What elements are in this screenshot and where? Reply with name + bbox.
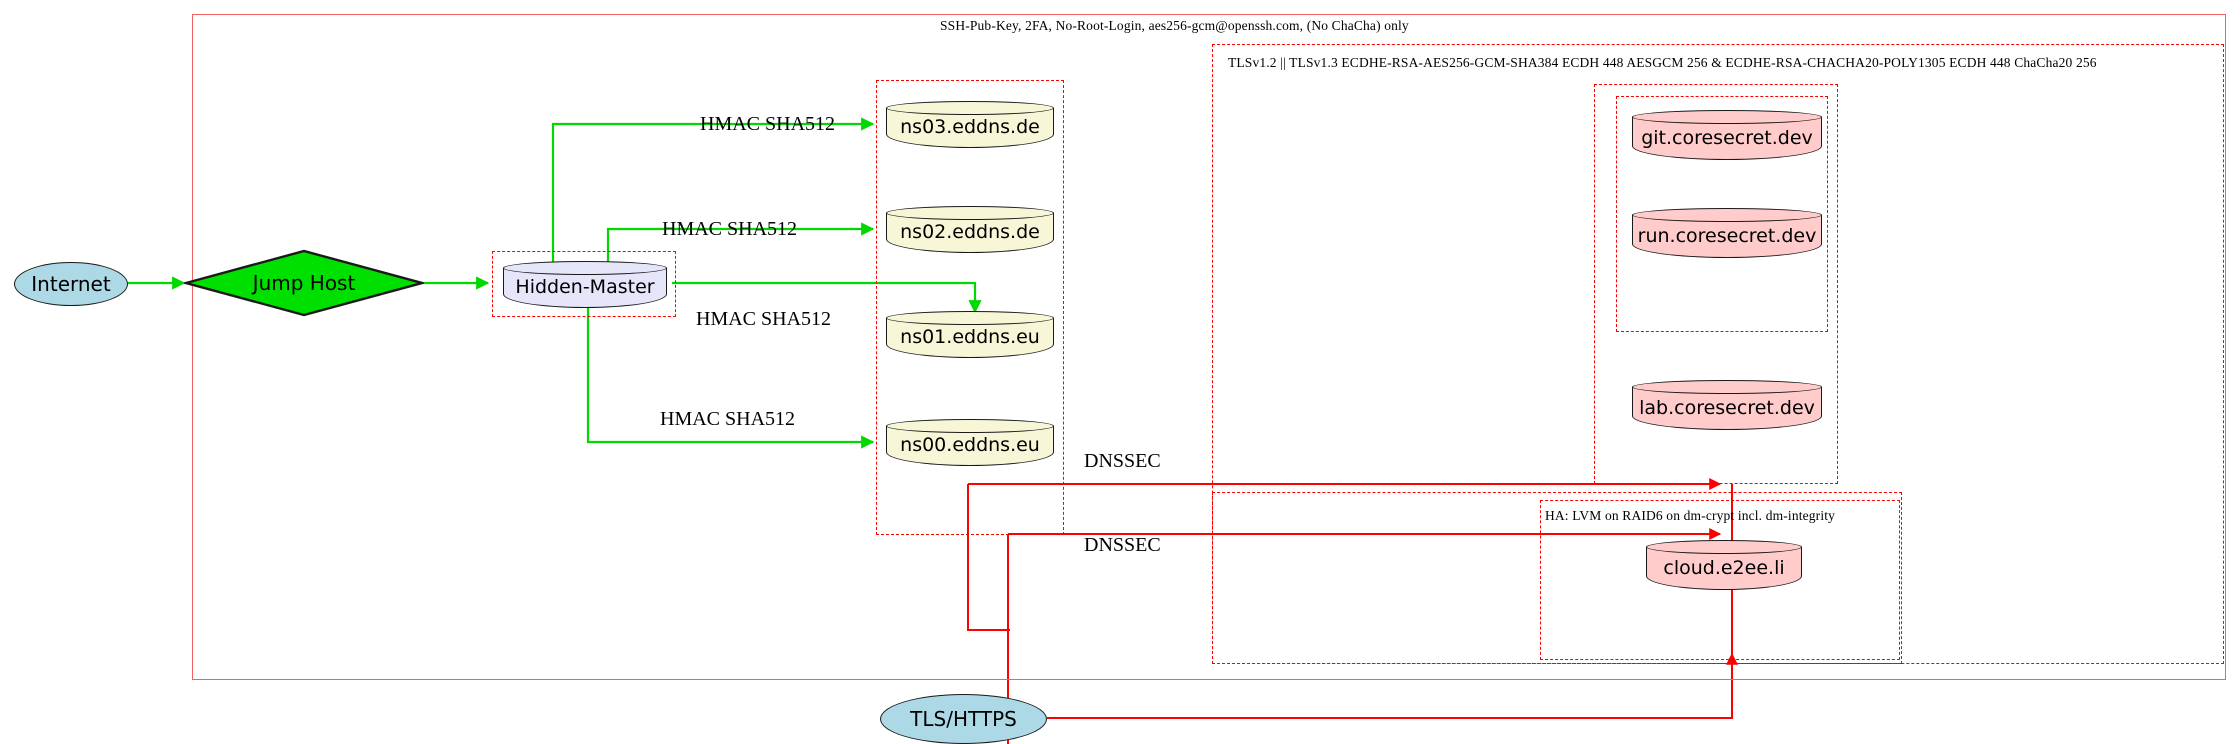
node-hidden-master[interactable]: Hidden-Master: [503, 261, 667, 308]
node-cloud-e2ee-label: cloud.e2ee.li: [1663, 556, 1785, 579]
node-jump-host-label: Jump Host: [252, 271, 356, 295]
cloud-cyl-body: [1646, 547, 1802, 590]
node-ns00-label: ns00.eddns.eu: [900, 434, 1040, 456]
cluster-coresecret-inner: [1616, 96, 1828, 332]
edge-hiddenmaster-to-ns01: [672, 281, 982, 314]
edge-label-dnssec-upper: DNSSEC: [1084, 450, 1161, 472]
edge-tls-to-ha: [1047, 652, 1738, 719]
node-internet[interactable]: Internet: [14, 262, 128, 306]
ns00-cyl-top: [886, 419, 1054, 433]
node-run-coresecret[interactable]: run.coresecret.dev: [1632, 208, 1822, 258]
node-git-coresecret[interactable]: git.coresecret.dev: [1632, 110, 1822, 160]
edge-hiddenmaster-to-ns00: [586, 298, 875, 449]
ns01-cyl-top: [886, 311, 1054, 325]
edge-label-dnssec-lower: DNSSEC: [1084, 534, 1161, 556]
node-ns01[interactable]: ns01.eddns.eu: [886, 311, 1054, 358]
node-ns02[interactable]: ns02.eddns.de: [886, 206, 1054, 253]
node-tls-https-label: TLS/HTTPS: [910, 707, 1017, 731]
cluster-tls-label: TLSv1.2 || TLSv1.3 ECDHE-RSA-AES256-GCM-…: [1228, 55, 2097, 70]
ns02-cyl-top: [886, 206, 1054, 220]
cluster-cloud: [1540, 500, 1900, 660]
node-internet-label: Internet: [31, 272, 111, 296]
hidden-master-cyl-body: [503, 268, 667, 308]
git-cyl-body: [1632, 117, 1822, 160]
cluster-ha-label: HA: LVM on RAID6 on dm-crypt incl. dm-in…: [1545, 508, 1836, 523]
cloud-cyl-top: [1646, 540, 1802, 554]
node-cloud-e2ee[interactable]: cloud.e2ee.li: [1646, 540, 1802, 590]
cluster-dns: [876, 80, 1064, 535]
jump-host-diamond-shape: [184, 249, 424, 317]
node-hidden-master-label: Hidden-Master: [515, 276, 655, 298]
node-lab-coresecret[interactable]: lab.coresecret.dev: [1632, 380, 1822, 430]
node-jump-host[interactable]: Jump Host: [184, 248, 424, 318]
hidden-master-cyl-top: [503, 261, 667, 275]
node-run-coresecret-label: run.coresecret.dev: [1637, 224, 1817, 247]
node-ns00[interactable]: ns00.eddns.eu: [886, 419, 1054, 466]
edge-label-hmac-ns01: HMAC SHA512: [696, 308, 832, 330]
lab-cyl-top: [1632, 380, 1822, 394]
lab-cyl-body: [1632, 387, 1822, 430]
node-ns03[interactable]: ns03.eddns.de: [886, 101, 1054, 148]
node-tls-https[interactable]: TLS/HTTPS: [880, 694, 1047, 744]
edge-dnssec-upper-stub: [967, 484, 1010, 631]
node-ns02-label: ns02.eddns.de: [900, 221, 1040, 243]
node-ns01-label: ns01.eddns.eu: [900, 326, 1040, 348]
run-cyl-body: [1632, 215, 1822, 258]
node-ns03-label: ns03.eddns.de: [900, 116, 1040, 138]
edge-hiddenmaster-to-ns03: [551, 117, 875, 270]
cluster-outer-security: [192, 14, 2226, 680]
node-lab-coresecret-label: lab.coresecret.dev: [1639, 396, 1815, 419]
edge-label-hmac-ns03: HMAC SHA512: [700, 113, 836, 135]
edge-hiddenmaster-to-ns02: [606, 222, 875, 270]
cluster-hidden-master: [492, 251, 676, 317]
cluster-ha: [1212, 492, 1902, 664]
ns03-cyl-top: [886, 101, 1054, 115]
edge-label-hmac-ns02: HMAC SHA512: [662, 218, 798, 240]
cluster-outer-security-label: SSH-Pub-Key, 2FA, No-Root-Login, aes256-…: [940, 18, 1409, 33]
run-cyl-top: [1632, 208, 1822, 222]
node-git-coresecret-label: git.coresecret.dev: [1641, 126, 1813, 149]
git-cyl-top: [1632, 110, 1822, 124]
edge-label-hmac-ns00: HMAC SHA512: [660, 408, 796, 430]
cluster-coresecret-outer: [1594, 84, 1838, 484]
